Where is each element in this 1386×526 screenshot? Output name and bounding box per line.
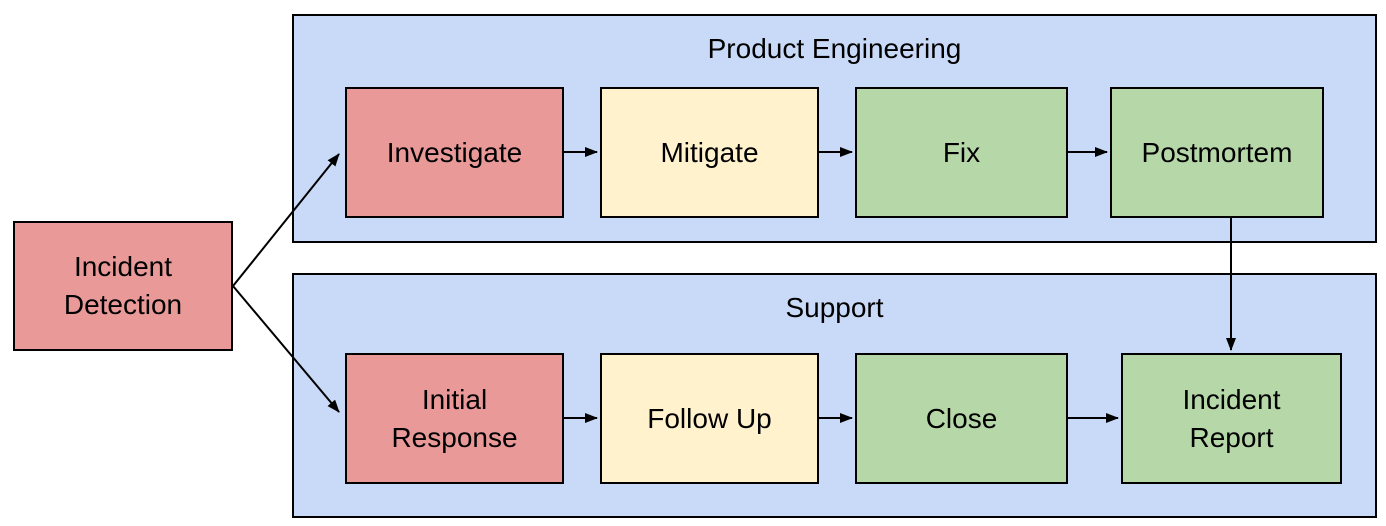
node-label-incident-report: Incident Report <box>1182 383 1281 453</box>
node-close: Close <box>855 353 1068 484</box>
node-label-fix: Fix <box>942 136 981 168</box>
lane-title-product-engineering: Product Engineering <box>707 33 962 64</box>
lane-title-support: Support <box>785 292 884 323</box>
node-follow-up: Follow Up <box>600 353 819 484</box>
node-incident-detection: Incident Detection <box>13 221 233 351</box>
node-postmortem: Postmortem <box>1110 87 1324 218</box>
node-label-incident-detection: Incident Detection <box>63 251 183 320</box>
node-incident-report: Incident Report <box>1121 353 1342 484</box>
node-initial-response: Initial Response <box>345 353 564 484</box>
node-mitigate: Mitigate <box>600 87 819 218</box>
node-label-follow-up: Follow Up <box>647 402 772 434</box>
node-label-mitigate: Mitigate <box>660 136 759 168</box>
node-label-investigate: Investigate <box>386 136 523 168</box>
node-label-initial-response: Initial Response <box>391 383 518 453</box>
node-investigate: Investigate <box>345 87 564 218</box>
node-fix: Fix <box>855 87 1068 218</box>
node-label-close: Close <box>925 402 998 434</box>
node-label-postmortem: Postmortem <box>1141 136 1293 168</box>
